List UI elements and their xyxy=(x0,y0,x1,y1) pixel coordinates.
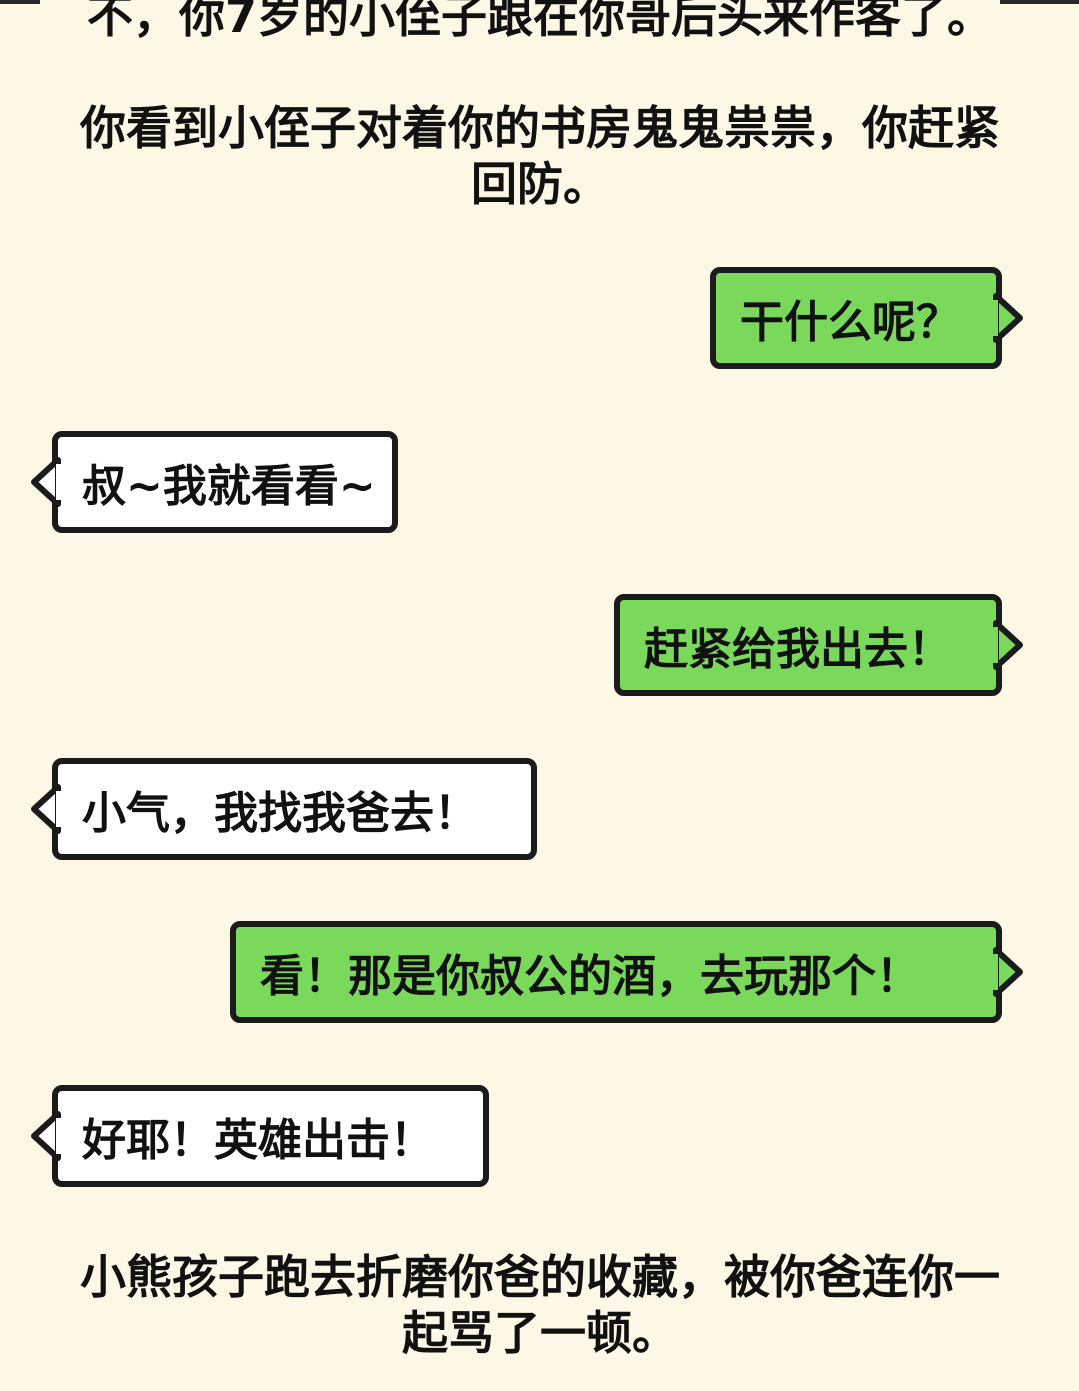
bubble-tail-right-icon xyxy=(992,293,1023,343)
narration-line-3: 小熊孩子跑去折磨你爸的收藏，被你爸连你一起骂了一顿。 xyxy=(80,1250,1000,1360)
narration-line-2: 你看到小侄子对着你的书房鬼鬼祟祟，你赶紧回防。 xyxy=(80,101,1000,211)
chat-bubble-text: 赶紧给我出去！ xyxy=(644,624,952,675)
bubble-tail-left-icon xyxy=(31,784,64,834)
top-edge-gap xyxy=(40,0,1000,4)
chat-bubble-text: 看！那是你叔公的酒，去玩那个！ xyxy=(260,951,920,1002)
chat-bubble-outgoing: 干什么呢？ xyxy=(710,267,1002,369)
chat-bubble-outgoing: 赶紧给我出去！ xyxy=(614,594,1002,696)
chat-bubble-incoming: 小气，我找我爸去！ xyxy=(52,758,537,860)
chat-bubble-incoming: 叔~我就看看~ xyxy=(52,431,398,533)
bubble-tail-left-icon xyxy=(31,457,64,507)
narration-line-1: 不，你7岁的小侄子跟在你哥后头来作客了。 xyxy=(86,0,993,43)
chat-bubble-outgoing: 看！那是你叔公的酒，去玩那个！ xyxy=(230,921,1002,1023)
chat-bubble-text: 叔~我就看看~ xyxy=(82,461,376,512)
bubble-tail-right-icon xyxy=(992,620,1023,670)
chat-bubble-text: 小气，我找我爸去！ xyxy=(82,788,478,839)
chat-bubble-text: 干什么呢？ xyxy=(740,297,960,348)
bubble-tail-right-icon xyxy=(992,947,1023,997)
bubble-tail-left-icon xyxy=(31,1111,64,1161)
chat-bubble-incoming: 好耶！英雄出击！ xyxy=(52,1085,489,1187)
chat-bubble-text: 好耶！英雄出击！ xyxy=(82,1115,434,1166)
